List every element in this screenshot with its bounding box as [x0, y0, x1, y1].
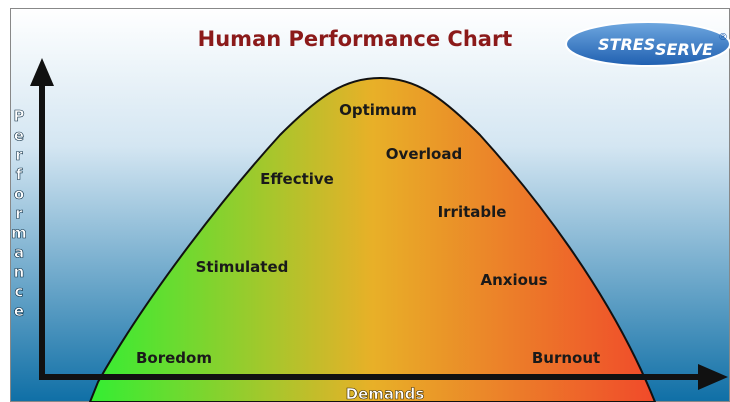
performance-curve: [88, 76, 657, 402]
logo-text-left: STRES: [598, 35, 655, 54]
chart-title: Human Performance Chart: [198, 27, 513, 51]
y-axis-letter: f: [16, 166, 23, 184]
label-stimulated: Stimulated: [196, 258, 289, 276]
label-anxious: Anxious: [480, 271, 547, 289]
y-axis-letter: o: [14, 185, 24, 203]
label-burnout: Burnout: [532, 349, 600, 367]
y-axis-letter: e: [14, 127, 24, 145]
logo-oval: [565, 21, 730, 67]
x-axis-arrowhead: [698, 364, 728, 390]
y-axis-letter: m: [11, 224, 27, 242]
label-effective: Effective: [260, 170, 334, 188]
y-axis-letter: a: [14, 244, 24, 262]
label-irritable: Irritable: [438, 203, 507, 221]
stresserve-logo: STRES SERVE ®: [565, 21, 730, 67]
label-boredom: Boredom: [136, 349, 212, 367]
y-axis-letter: r: [15, 205, 23, 223]
y-axis-letter: r: [15, 146, 23, 164]
logo-registered-mark: ®: [718, 32, 728, 43]
y-axis-letter: P: [14, 107, 25, 125]
y-axis-letter: e: [14, 302, 24, 320]
label-overload: Overload: [386, 145, 462, 163]
y-axis-letter: c: [15, 283, 24, 301]
logo-text-right: SERVE: [655, 40, 713, 59]
y-axis-arrowhead: [30, 58, 54, 86]
label-optimum: Optimum: [339, 101, 417, 119]
x-axis-label: Demands: [346, 385, 425, 402]
y-axis-letter: n: [14, 263, 25, 281]
